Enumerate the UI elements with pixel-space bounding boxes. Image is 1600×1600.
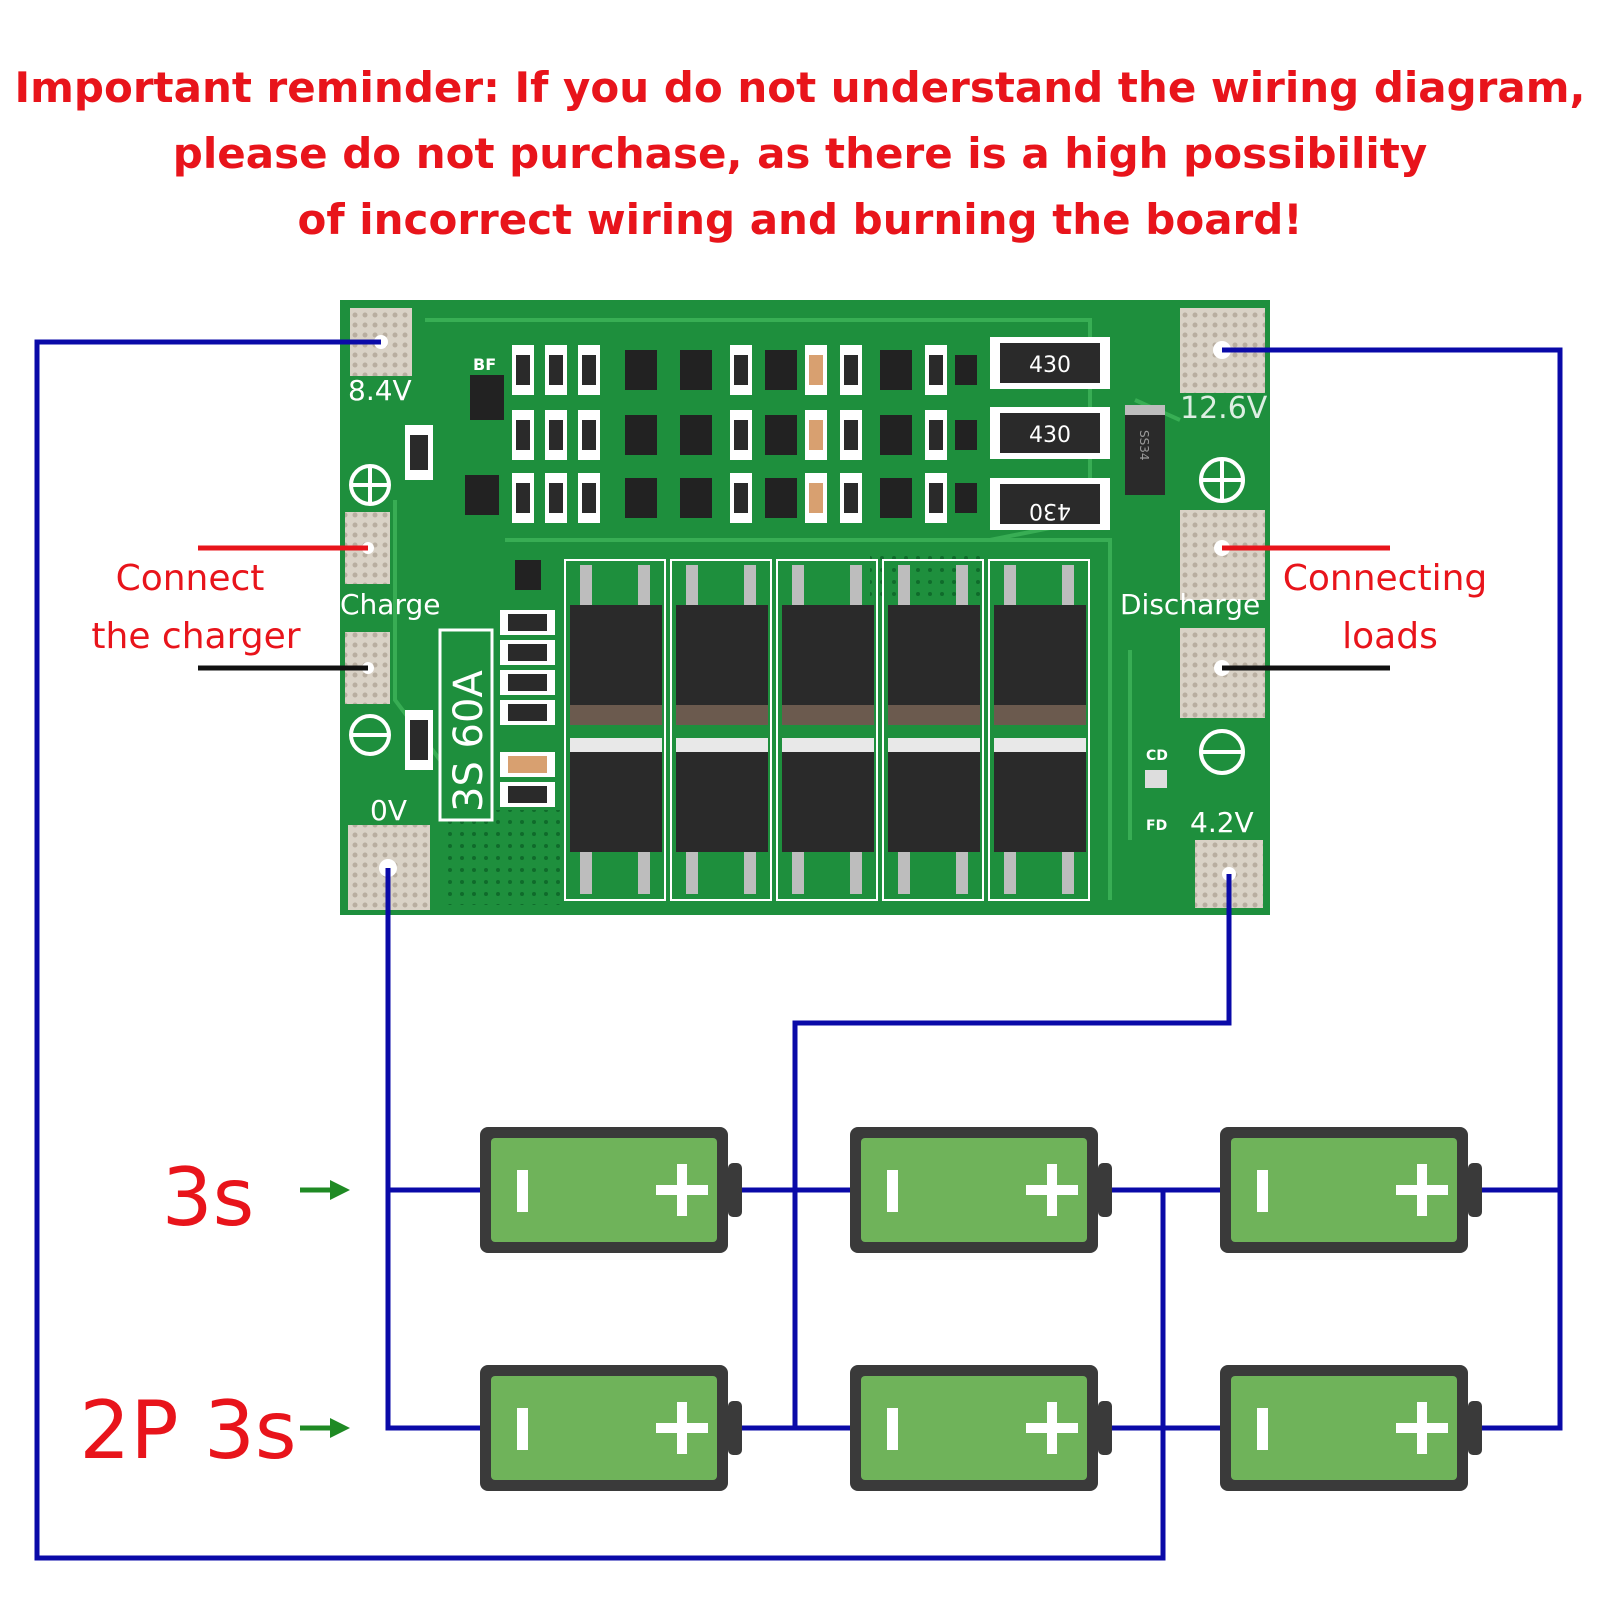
loads-label-1: Connecting <box>1283 558 1488 599</box>
plus-icon <box>1199 457 1245 503</box>
label-charge: Charge <box>340 588 440 621</box>
warning-line-3: of incorrect wiring and burning the boar… <box>297 195 1303 244</box>
diode-label: SS34 <box>1137 430 1151 461</box>
label-12-6v: 12.6V <box>1180 391 1268 426</box>
wire-12-6v <box>1222 347 1563 1431</box>
mark-bf: BF <box>473 355 496 374</box>
warning-text: Important reminder: If you do not unders… <box>0 55 1600 253</box>
charger-label-2: the charger <box>91 616 300 657</box>
label-0v: 0V <box>370 794 407 827</box>
mark-fd: FD <box>1146 818 1167 834</box>
wire-8-4v <box>34 339 1166 1561</box>
wire-4-2v <box>792 874 1232 1428</box>
resistor-label: 430 <box>1029 498 1071 523</box>
model-label: 3S 60A <box>438 628 494 822</box>
mosfet-array <box>564 559 1090 901</box>
resistor-label: 430 <box>1029 353 1071 378</box>
row-label-3s: 3s <box>162 1151 255 1244</box>
diode: SS34 <box>1125 405 1165 495</box>
smd-components <box>405 345 1167 807</box>
minus-icon <box>1199 729 1245 775</box>
label-discharge: Discharge <box>1120 588 1260 621</box>
plus-icon <box>349 464 391 506</box>
battery-pack <box>480 1127 1482 1491</box>
leads <box>198 545 1390 671</box>
battery-icon <box>480 1127 742 1253</box>
model-text: 3S 60A <box>446 670 492 812</box>
loads-label-2: loads <box>1342 616 1438 657</box>
warning-line-1: Important reminder: If you do not unders… <box>14 63 1586 112</box>
mark-cd: CD <box>1146 748 1168 764</box>
wire-0v <box>385 868 480 1431</box>
row-label-2p3s: 2P 3s <box>79 1384 296 1477</box>
wiring <box>34 339 1563 1561</box>
resistor-label: 430 <box>1029 423 1071 448</box>
label-8-4v: 8.4V <box>348 374 412 407</box>
arrow-right-icon <box>300 1180 350 1200</box>
warning-line-2: please do not purchase, as there is a hi… <box>172 129 1428 178</box>
shunt-resistors: 430 430 430 <box>990 337 1110 530</box>
bms-board: 8.4V 12.6V Charge Discharge 0V 4.2V BF C… <box>340 300 1270 915</box>
label-4-2v: 4.2V <box>1190 806 1254 839</box>
arrow-right-icon <box>300 1418 350 1438</box>
charger-label-1: Connect <box>116 558 265 599</box>
via-field <box>440 810 560 905</box>
minus-icon <box>349 714 391 756</box>
